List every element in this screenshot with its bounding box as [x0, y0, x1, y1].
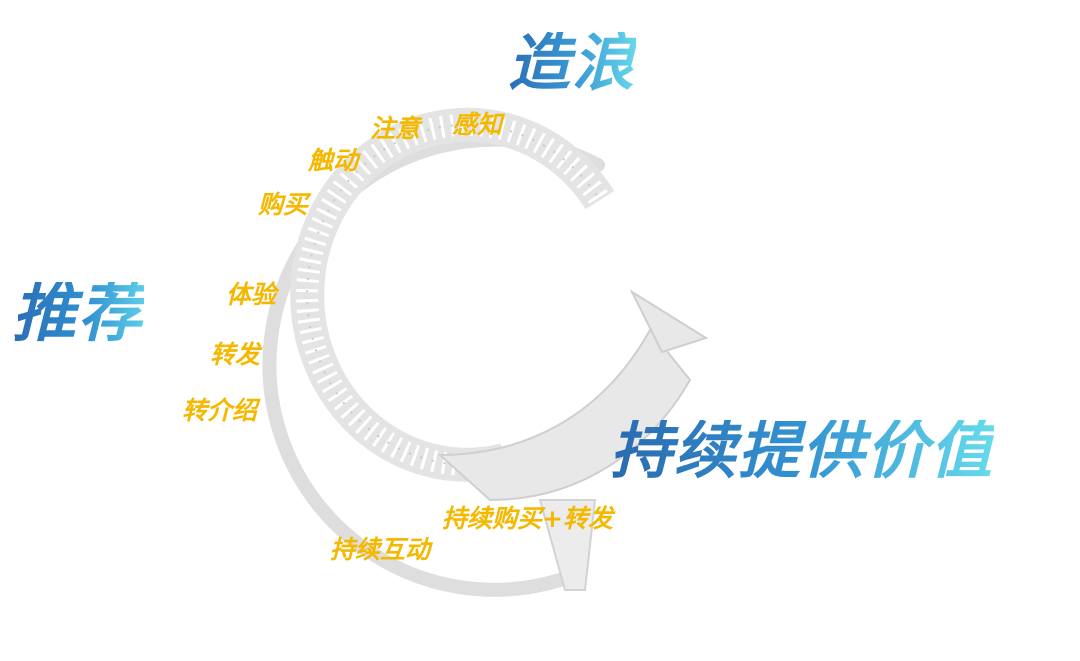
outer-ring: [262, 132, 605, 597]
title-bottom-right: 持续提供价值: [610, 414, 995, 487]
step-label: 转发: [210, 340, 261, 369]
step-label: 感知: [452, 110, 503, 139]
arrow-sweep: [437, 328, 692, 502]
arrow-head: [629, 289, 709, 354]
inner-band-edge: [306, 123, 601, 466]
step-label: 体验: [226, 280, 277, 309]
step-label: 持续互动: [330, 535, 431, 564]
step-label: 注意: [370, 114, 421, 143]
step-label: 持续购买+转发: [442, 504, 613, 533]
step-label: 转介绍: [182, 396, 258, 425]
title-top: 造浪: [508, 26, 637, 99]
inner-band: [290, 107, 615, 482]
title-left: 推荐: [12, 277, 144, 351]
arrow-tail: [538, 499, 597, 591]
step-label: 购买: [258, 190, 309, 219]
step-label: 触动: [308, 146, 359, 175]
